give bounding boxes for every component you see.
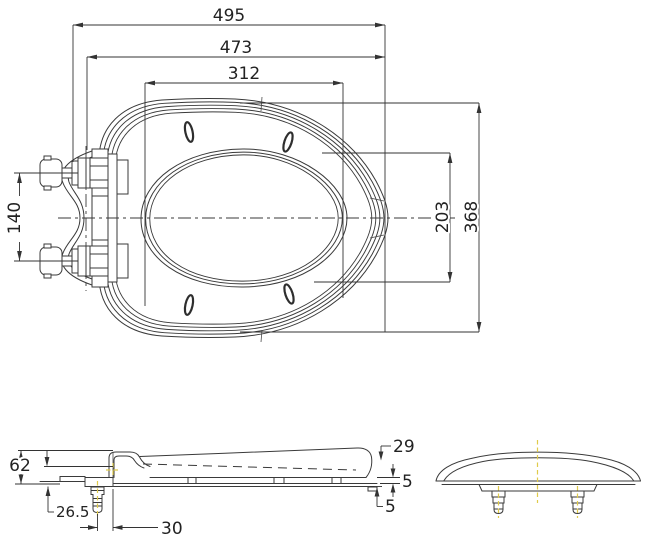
dim-label-5-rim: 5 xyxy=(402,472,413,492)
bumper-slot xyxy=(183,294,195,316)
dim-lid-inner-width: 312 xyxy=(144,62,344,306)
dim-label-26.5: 26.5 xyxy=(56,503,89,521)
front-base-plate xyxy=(478,484,598,492)
dim-label-5-step: 5 xyxy=(385,497,396,517)
dim-label-62: 62 xyxy=(9,456,31,476)
front-foot xyxy=(367,486,378,492)
bumper-slot xyxy=(283,283,295,305)
hinge-base-plate xyxy=(84,477,114,487)
side-hinge-bolt xyxy=(90,481,105,516)
dim-label-312: 312 xyxy=(228,64,260,84)
dim-base-step: 5 xyxy=(370,486,398,519)
pivot-height-pointer xyxy=(44,450,113,467)
dim-seat-length: 473 xyxy=(86,36,385,150)
centerlines xyxy=(58,146,458,291)
lid-tab xyxy=(116,243,129,279)
nut-block xyxy=(89,157,109,189)
dim-bolt-offset: 30 xyxy=(80,489,185,541)
bumper-slot xyxy=(183,121,195,143)
dim-seat-width: 368 xyxy=(240,102,484,333)
dim-label-368: 368 xyxy=(462,201,482,233)
front-lid-outline xyxy=(435,451,641,492)
dim-front-lid-height: 29 xyxy=(378,435,417,461)
dim-rim-thickness: 5 xyxy=(377,464,415,497)
bumper-slot xyxy=(282,131,294,153)
side-lid-profile xyxy=(39,447,378,492)
dim-overall-length: 495 xyxy=(72,4,386,332)
pivot-axis-marker xyxy=(106,463,120,477)
hidden-seat-edge xyxy=(142,463,357,471)
dim-label-29: 29 xyxy=(393,437,415,457)
dim-label-473: 473 xyxy=(220,38,252,58)
dim-bolt-drop: 26.5 xyxy=(45,486,91,523)
dim-label-495: 495 xyxy=(213,6,245,26)
dim-opening-width: 203 xyxy=(314,152,455,283)
nut-block xyxy=(89,245,109,277)
lid-tab xyxy=(116,159,129,195)
bumper-slots xyxy=(183,121,295,316)
front-bolt-left xyxy=(491,486,506,518)
front-bolt-right xyxy=(570,486,585,518)
dim-hinge-bolt-spacing: 140 xyxy=(3,172,78,262)
side-view: 62 26.5 30 29 xyxy=(7,435,417,541)
dim-label-30: 30 xyxy=(161,519,183,539)
dim-label-203: 203 xyxy=(433,201,453,233)
dim-label-140: 140 xyxy=(5,202,25,234)
front-view xyxy=(435,440,641,518)
dim-total-height: 62 xyxy=(7,450,113,485)
top-view: 495 473 312 140 xyxy=(3,4,484,343)
